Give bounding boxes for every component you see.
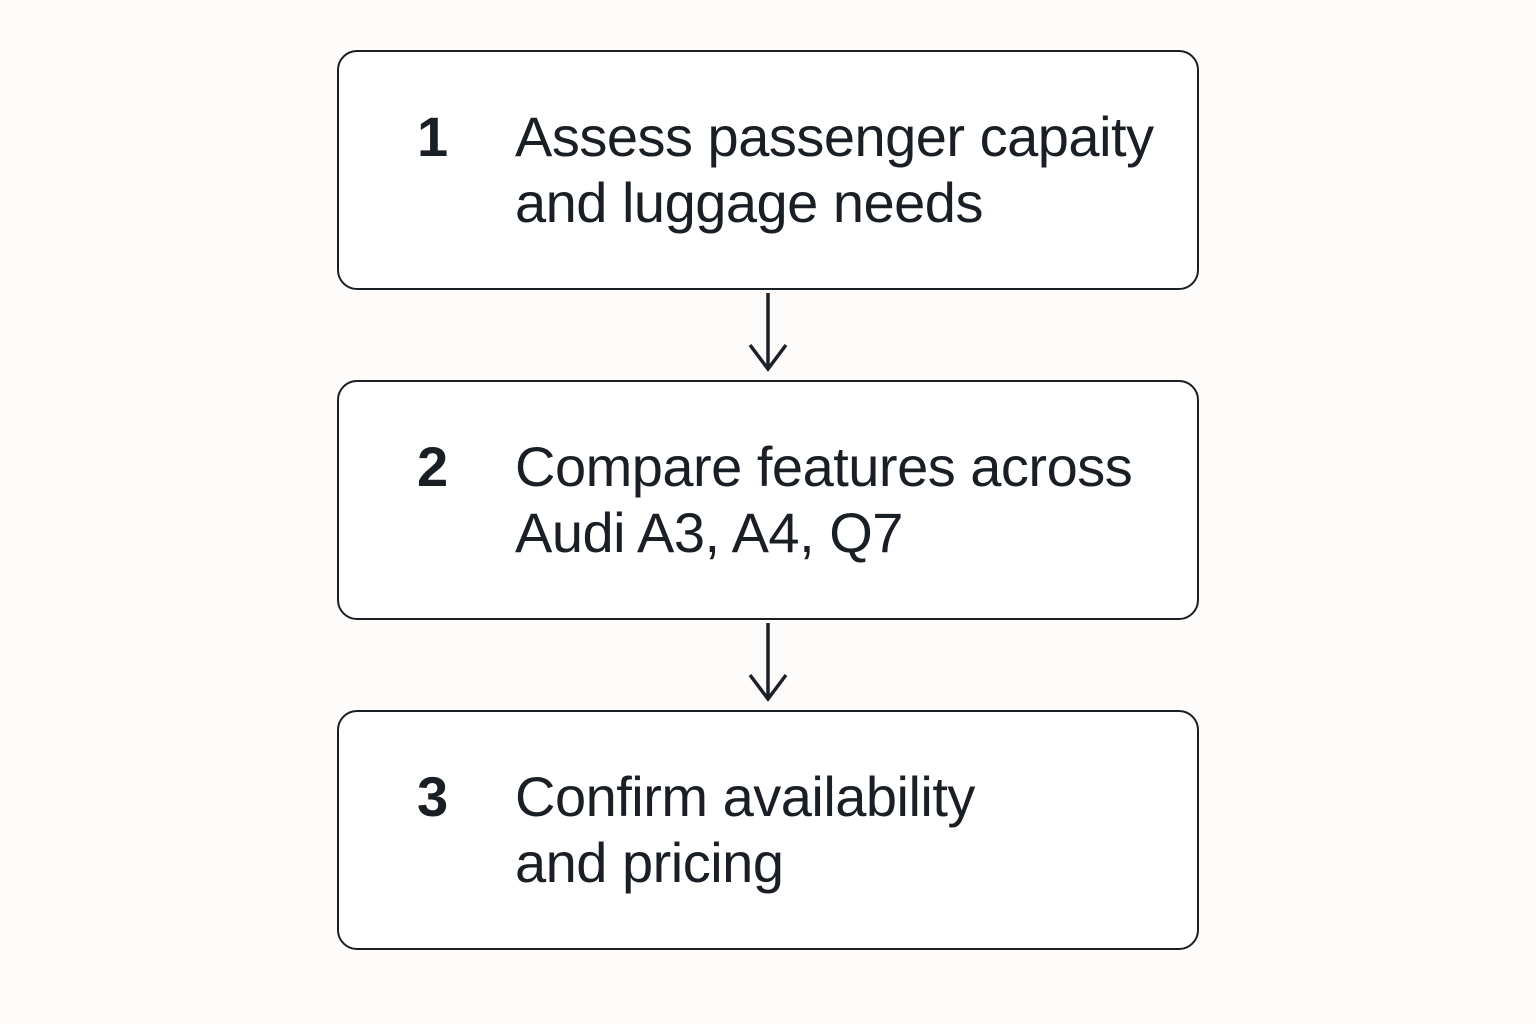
step-number: 3 <box>417 765 448 828</box>
step-box-2: 2 Compare features across Audi A3, A4, Q… <box>337 380 1199 620</box>
arrow-down-icon <box>744 290 792 380</box>
step-number: 1 <box>417 105 448 168</box>
step-label: Compare features across Audi A3, A4, Q7 <box>515 435 1133 564</box>
step-label: Assess passenger capaity and luggage nee… <box>515 105 1154 234</box>
step-content: 1 Assess passenger capaity and luggage n… <box>417 104 1154 236</box>
step-number: 2 <box>417 435 448 498</box>
step-label: Confirm availability and pricing <box>515 765 975 894</box>
step-box-1: 1 Assess passenger capaity and luggage n… <box>337 50 1199 290</box>
step-box-3: 3 Confirm availability and pricing <box>337 710 1199 950</box>
arrow-down-icon <box>744 620 792 710</box>
step-content: 2 Compare features across Audi A3, A4, Q… <box>417 434 1133 566</box>
step-content: 3 Confirm availability and pricing <box>417 764 975 896</box>
